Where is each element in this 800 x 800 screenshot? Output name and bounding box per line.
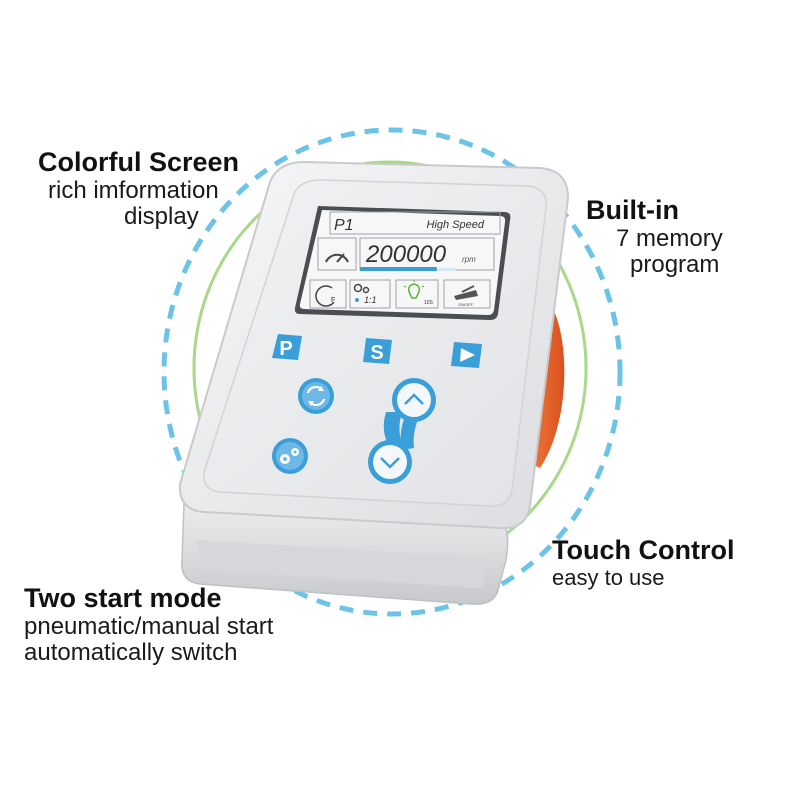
callout-line: program [630, 251, 720, 279]
start-button[interactable] [451, 342, 482, 368]
speed-bar-fill [360, 267, 437, 271]
gear-ratio-icon [353, 283, 370, 294]
chevron-up-icon [404, 393, 424, 405]
program-number: P1 [334, 217, 354, 234]
callout-touch-control: Touch Control easy to use [552, 535, 735, 590]
gauge-icon [325, 253, 349, 263]
foot-pedal-icon [454, 285, 478, 300]
callout-line: 7 memory [616, 224, 723, 252]
speed-mode-label: High Speed [427, 219, 485, 231]
svg-text:F: F [331, 297, 335, 304]
foot-pedal-label: ON/OFF [458, 302, 474, 307]
light-bulb-icon [403, 280, 425, 299]
callout-title: Touch Control [552, 535, 735, 565]
callout-line: pneumatic/manual start [24, 612, 274, 640]
decrease-button[interactable] [368, 440, 412, 484]
increase-button[interactable] [392, 378, 436, 422]
program-button[interactable]: P [272, 334, 302, 360]
callout-colorful-screen: Colorful Screen rich imformation display [38, 147, 240, 231]
callout-title: Built-in [586, 195, 679, 225]
save-button[interactable]: S [363, 338, 392, 364]
rotation-direction-button[interactable] [298, 378, 334, 414]
chevron-down-icon [380, 457, 400, 469]
torque-icon: F [315, 285, 335, 307]
gear-ratio-value: 1:1 [364, 295, 377, 305]
svg-text:S: S [370, 342, 383, 364]
callout-two-start-mode: Two start mode pneumatic/manual start au… [24, 583, 274, 667]
play-icon [460, 348, 475, 362]
callout-title: Two start mode [24, 583, 222, 613]
callout-line: easy to use [552, 564, 665, 590]
callout-title: Colorful Screen [38, 147, 240, 177]
speed-value: 200000 [365, 241, 447, 268]
light-duration-value: 10S [424, 300, 434, 306]
speed-unit: rpm [462, 255, 476, 264]
lcd-screen: P1 High Speed 200000 rpm F 1:1 [294, 206, 511, 320]
svg-text:P: P [279, 338, 292, 360]
callout-built-in: Built-in 7 memory program [586, 195, 723, 279]
dashed-ring [161, 127, 623, 617]
callout-line: display [124, 203, 199, 231]
settings-button[interactable] [272, 438, 308, 474]
callout-line: automatically switch [24, 639, 238, 667]
callout-line: rich imformation [48, 176, 219, 204]
speed-adjust-control [383, 412, 420, 450]
